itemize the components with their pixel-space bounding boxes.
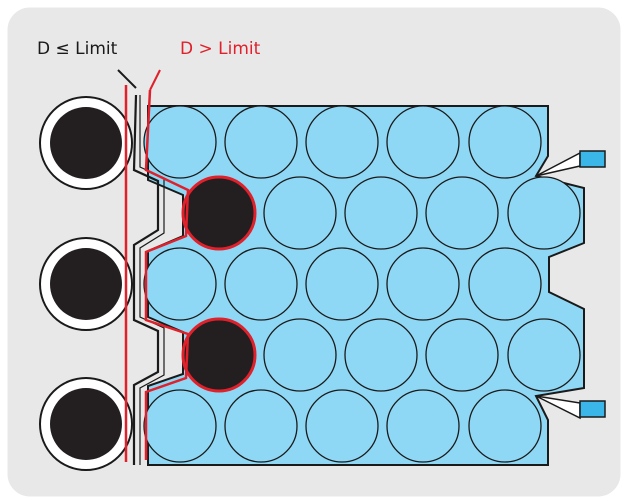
leader-over-limit [149, 69, 161, 91]
dark-cylinder-outer [50, 248, 122, 320]
contour-within-limit [132, 94, 160, 465]
dark-cylinder-outer [50, 107, 122, 179]
leader-within-limit [117, 69, 137, 89]
contour-over-limit [144, 89, 190, 460]
dark-cylinder-outer [50, 388, 122, 460]
measurement-tab-icon [535, 395, 606, 420]
dark-cylinder-inner [181, 175, 257, 251]
dark-cylinders-inner [181, 175, 257, 393]
label-within-limit: D ≤ Limit [37, 39, 118, 59]
light-blue-cylinders [143, 105, 581, 463]
label-over-limit: D > Limit [180, 39, 261, 59]
dark-cylinder-inner [181, 317, 257, 393]
measurement-tab-icon [535, 150, 606, 177]
dark-cylinders-outer [39, 96, 133, 471]
